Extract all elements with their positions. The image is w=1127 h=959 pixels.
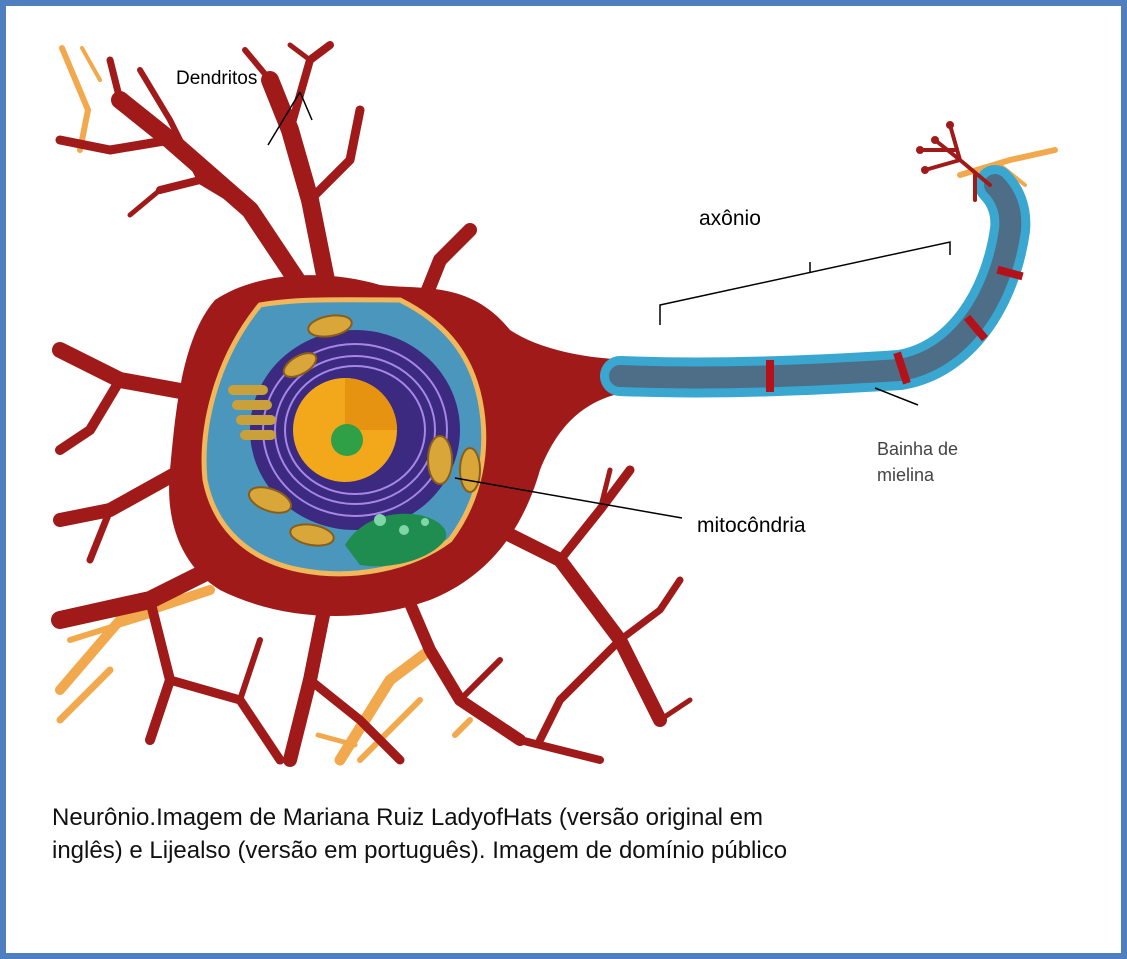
mitocondria-label: mitocôndria: [697, 514, 806, 538]
nucleolus: [331, 424, 363, 456]
axonio-label: axônio: [699, 207, 761, 231]
dendritos-label: Dendritos: [176, 68, 257, 90]
axon: [620, 121, 1024, 392]
caption-line-2: inglês) e Lijealso (versão em português)…: [52, 834, 787, 867]
bainha-label: Bainha de mielina: [877, 436, 958, 488]
caption-line-1: Neurônio.Imagem de Mariana Ruiz LadyofHa…: [52, 801, 787, 834]
figure-caption: Neurônio.Imagem de Mariana Ruiz LadyofHa…: [52, 801, 787, 867]
